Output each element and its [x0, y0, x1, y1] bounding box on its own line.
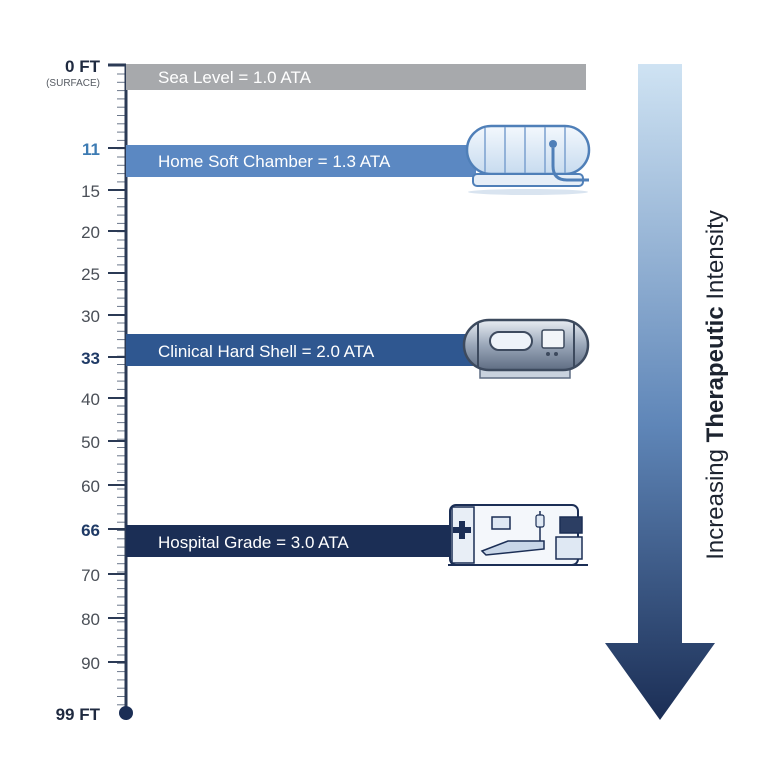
surface-depth-label: 0 FT — [65, 57, 101, 76]
hospital-chamber-icon — [448, 504, 588, 566]
intensity-arrow-label: Increasing Therapeutic Intensity — [702, 210, 729, 559]
bottom-marker-dot — [119, 706, 133, 720]
clinical-hard-shell-band — [126, 334, 476, 366]
tick-label-25: 25 — [81, 265, 100, 284]
hard-shell-chamber-icon — [462, 318, 590, 379]
tick-label-20: 20 — [81, 223, 100, 242]
home-soft-chamber-label: Home Soft Chamber = 1.3 ATA — [158, 152, 391, 171]
intensity-arrow — [605, 64, 715, 720]
hospital-grade-label: Hospital Grade = 3.0 ATA — [158, 533, 349, 552]
tick-label-11: 11 — [82, 140, 100, 159]
sea-level-label: Sea Level = 1.0 ATA — [158, 68, 312, 87]
home-soft-chamber-band — [126, 145, 476, 177]
tick-label-15: 15 — [81, 182, 100, 201]
tick-label-80: 80 — [81, 610, 100, 629]
tick-label-40: 40 — [81, 390, 100, 409]
depth-scale: 0 FT (SURFACE) 99 FT 11 15 20 25 30 33 4… — [46, 57, 133, 724]
tick-label-60: 60 — [81, 477, 100, 496]
tick-label-50: 50 — [81, 433, 100, 452]
hospital-grade-band — [126, 525, 456, 557]
sea-level-band — [126, 64, 586, 90]
tick-label-70: 70 — [81, 566, 100, 585]
tick-label-90: 90 — [81, 654, 100, 673]
major-ticks: 11 15 20 25 30 33 40 50 60 66 70 80 90 — [81, 140, 126, 673]
surface-sublabel: (SURFACE) — [46, 78, 100, 89]
clinical-hard-shell-label: Clinical Hard Shell = 2.0 ATA — [158, 342, 375, 361]
arrow-text-bold: Therapeutic — [702, 306, 729, 442]
arrow-text-regular: Increasing — [702, 442, 729, 559]
soft-chamber-icon — [465, 124, 591, 195]
max-depth-label: 99 FT — [56, 705, 101, 724]
arrow-text-end: Intensity — [702, 210, 729, 306]
tick-label-66: 66 — [81, 521, 100, 540]
tick-label-30: 30 — [81, 307, 100, 326]
tick-label-33: 33 — [81, 349, 100, 368]
pressure-levels: Sea Level = 1.0 ATA Home Soft Chamber = … — [126, 64, 586, 557]
